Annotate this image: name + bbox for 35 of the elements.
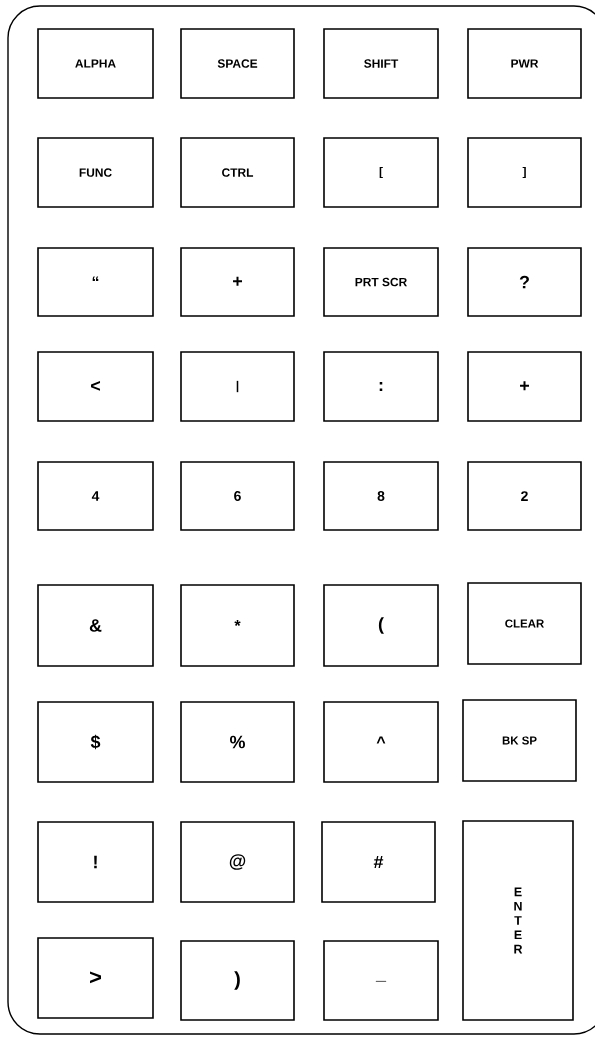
key: 6 [180, 461, 295, 531]
key: < [37, 351, 154, 422]
key: ! [37, 821, 154, 903]
key: 4 [37, 461, 154, 531]
key: ] [467, 137, 582, 208]
key: SPACE [180, 28, 295, 99]
key: PRT SCR [323, 247, 439, 317]
key: CLEAR [467, 582, 582, 665]
key: + [467, 351, 582, 422]
key: % [180, 701, 295, 783]
key: 8 [323, 461, 439, 531]
key: SHIFT [323, 28, 439, 99]
key: $ [37, 701, 154, 783]
key: # [321, 821, 436, 903]
key: + [180, 247, 295, 317]
key: ) [180, 940, 295, 1021]
key: ? [467, 247, 582, 317]
key: @ [180, 821, 295, 903]
key: | [180, 351, 295, 422]
key: PWR [467, 28, 582, 99]
key: : [323, 351, 439, 422]
key: * [180, 584, 295, 667]
key: _ [323, 940, 439, 1021]
key: ( [323, 584, 439, 667]
key: CTRL [180, 137, 295, 208]
key: 2 [467, 461, 582, 531]
key: FUNC [37, 137, 154, 208]
key: BK SP [462, 699, 577, 782]
key: ^ [323, 701, 439, 783]
key: ALPHA [37, 28, 154, 99]
key: “ [37, 247, 154, 317]
key: E N T E R [462, 820, 574, 1021]
key: > [37, 937, 154, 1019]
key: & [37, 584, 154, 667]
key: [ [323, 137, 439, 208]
